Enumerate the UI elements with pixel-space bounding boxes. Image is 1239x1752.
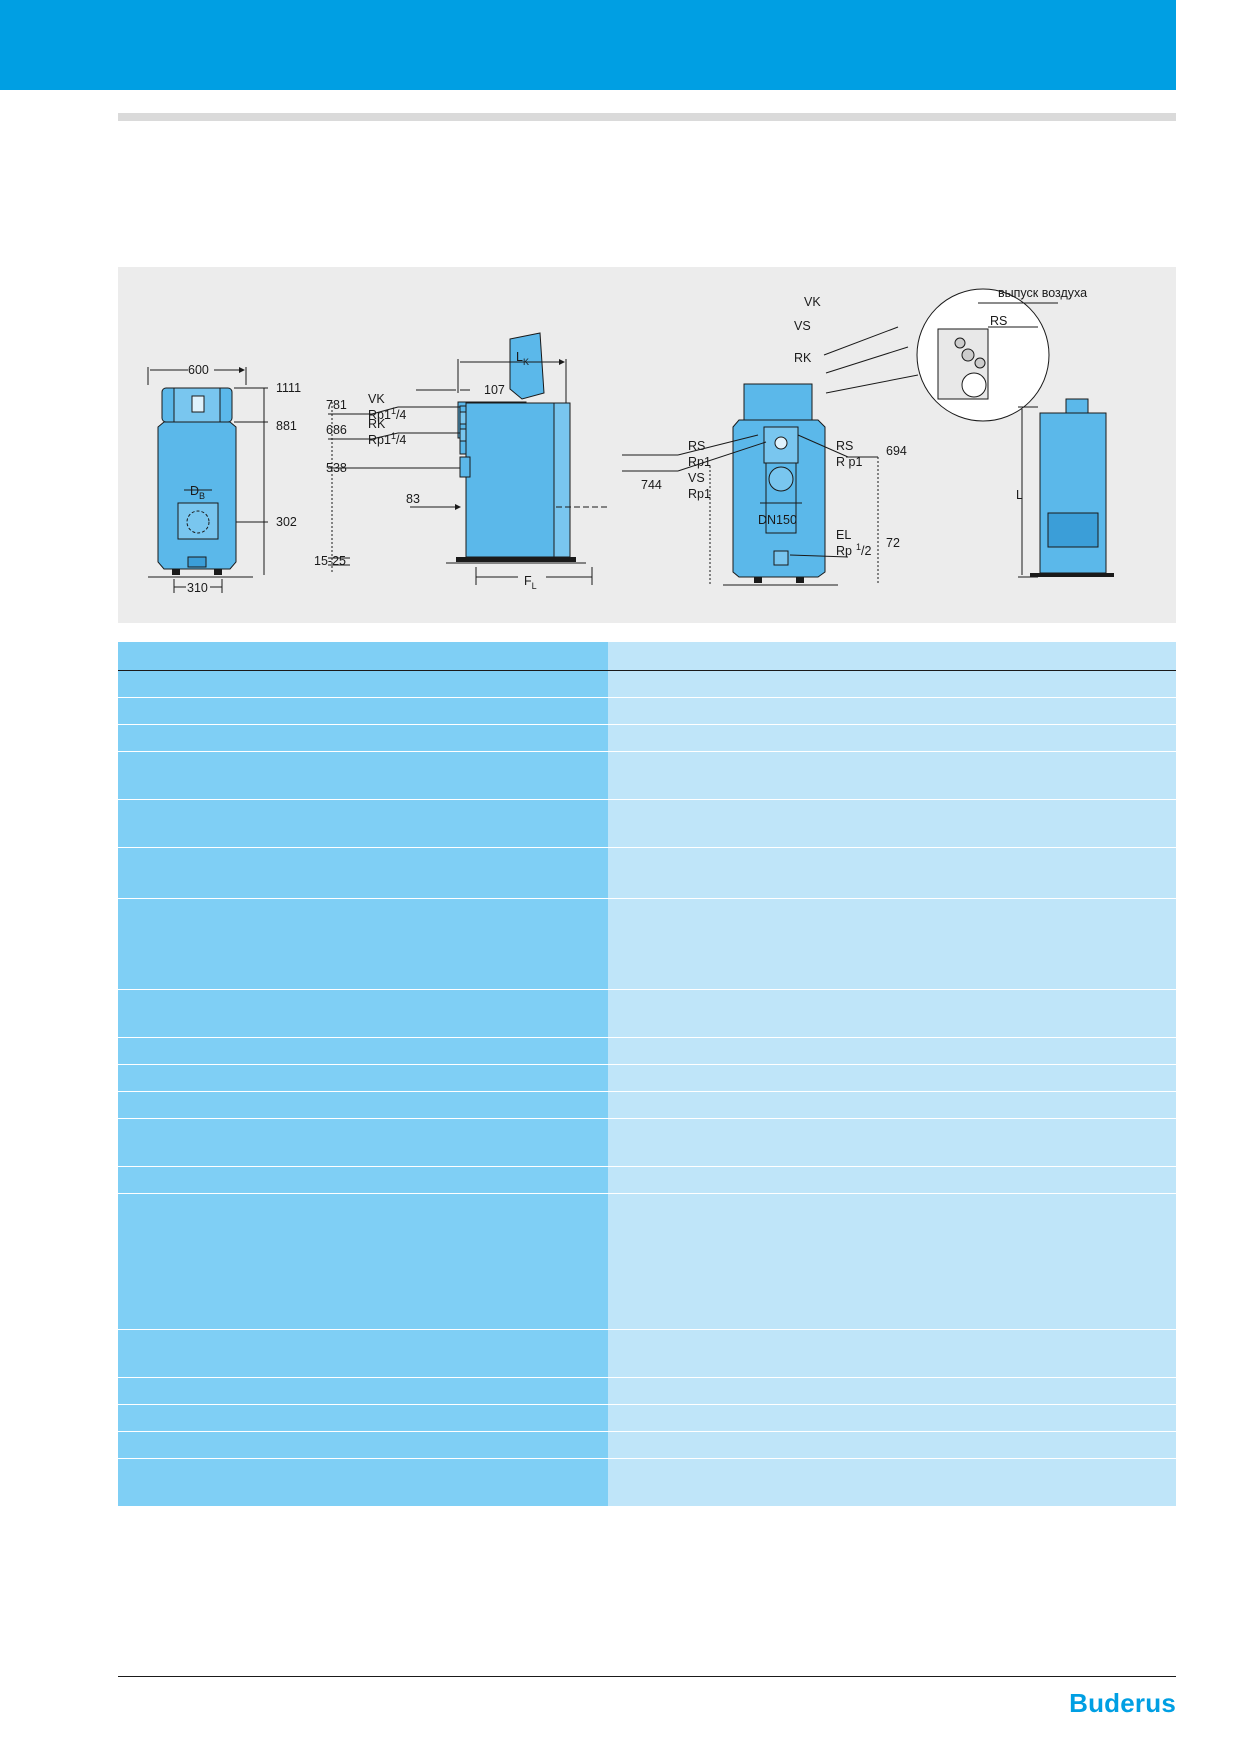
section-rule — [118, 113, 1176, 121]
label-rs-left: RS — [688, 439, 705, 453]
table-row — [118, 1405, 1176, 1432]
buderus-logo: Buderus — [1069, 1688, 1176, 1718]
dim-781: 781 — [326, 398, 347, 412]
dim-72: 72 — [886, 536, 900, 550]
dim-fl: FL — [524, 574, 537, 591]
rear-view — [622, 288, 1058, 586]
dim-l-far: L — [1016, 488, 1023, 502]
table-row — [118, 800, 1176, 848]
dim-height-881: 881 — [276, 419, 297, 433]
dim-744: 744 — [641, 478, 662, 492]
label-rp1-left: Rp1 — [688, 455, 711, 469]
table-row — [118, 899, 1176, 990]
table-row — [118, 1459, 1176, 1506]
dimension-drawing-panel: 600 1111 881 DB 302 310 — [118, 267, 1176, 623]
detail-label-vent: выпуск воздуха — [998, 286, 1087, 300]
footer-rule — [118, 1676, 1176, 1677]
dim-107: 107 — [484, 383, 505, 397]
dim-686: 686 — [326, 423, 347, 437]
header-band — [0, 0, 1176, 90]
table-row — [118, 1378, 1176, 1405]
label-rp-rk: Rp11/4 — [368, 431, 406, 447]
table-row — [118, 1119, 1176, 1167]
dim-694: 694 — [886, 444, 907, 458]
dim-height-1111: 1111 — [276, 381, 301, 395]
label-rp-vk: Rp11/4 — [368, 406, 406, 422]
dim-83: 83 — [406, 492, 420, 506]
table-row — [118, 1167, 1176, 1194]
label-rp1-right: R p1 — [836, 455, 862, 469]
label-rs-right: RS — [836, 439, 853, 453]
table-row — [118, 1038, 1176, 1065]
label-vk: VK — [368, 392, 385, 406]
table-row — [118, 698, 1176, 725]
detail-label-vs: VS — [794, 319, 811, 333]
dim-lk: LK — [516, 350, 529, 367]
dim-538: 538 — [326, 461, 347, 475]
label-vs: VS — [688, 471, 705, 485]
detail-label-vk: VK — [804, 295, 821, 309]
table-row — [118, 848, 1176, 899]
table-row — [118, 671, 1176, 698]
dim-302: 302 — [276, 515, 297, 529]
detail-label-rs: RS — [990, 314, 1007, 328]
detail-label-rk: RK — [794, 351, 812, 365]
dim-15-25: 15-25 — [314, 554, 346, 568]
label-rp1-vs: Rp1 — [688, 487, 711, 501]
table-row — [118, 725, 1176, 752]
table-row — [118, 752, 1176, 800]
table-row — [118, 1194, 1176, 1330]
table-row — [118, 1330, 1176, 1378]
dim-db-label: DB — [190, 484, 205, 501]
table-row — [118, 1432, 1176, 1459]
table-row — [118, 1065, 1176, 1092]
front-view — [147, 362, 268, 594]
spec-table — [118, 642, 1176, 1506]
label-rk: RK — [368, 417, 386, 431]
table-header-row — [118, 642, 1176, 671]
side-view — [328, 332, 608, 588]
dim-width-600: 600 — [188, 363, 209, 377]
far-right-view — [1018, 398, 1114, 578]
label-dn150: DN150 — [758, 513, 797, 527]
table-row — [118, 990, 1176, 1038]
dim-width-310: 310 — [187, 581, 208, 595]
label-el: EL — [836, 528, 851, 542]
boiler-dimension-drawing: 600 1111 881 DB 302 310 — [147, 286, 1114, 595]
table-row — [118, 1092, 1176, 1119]
